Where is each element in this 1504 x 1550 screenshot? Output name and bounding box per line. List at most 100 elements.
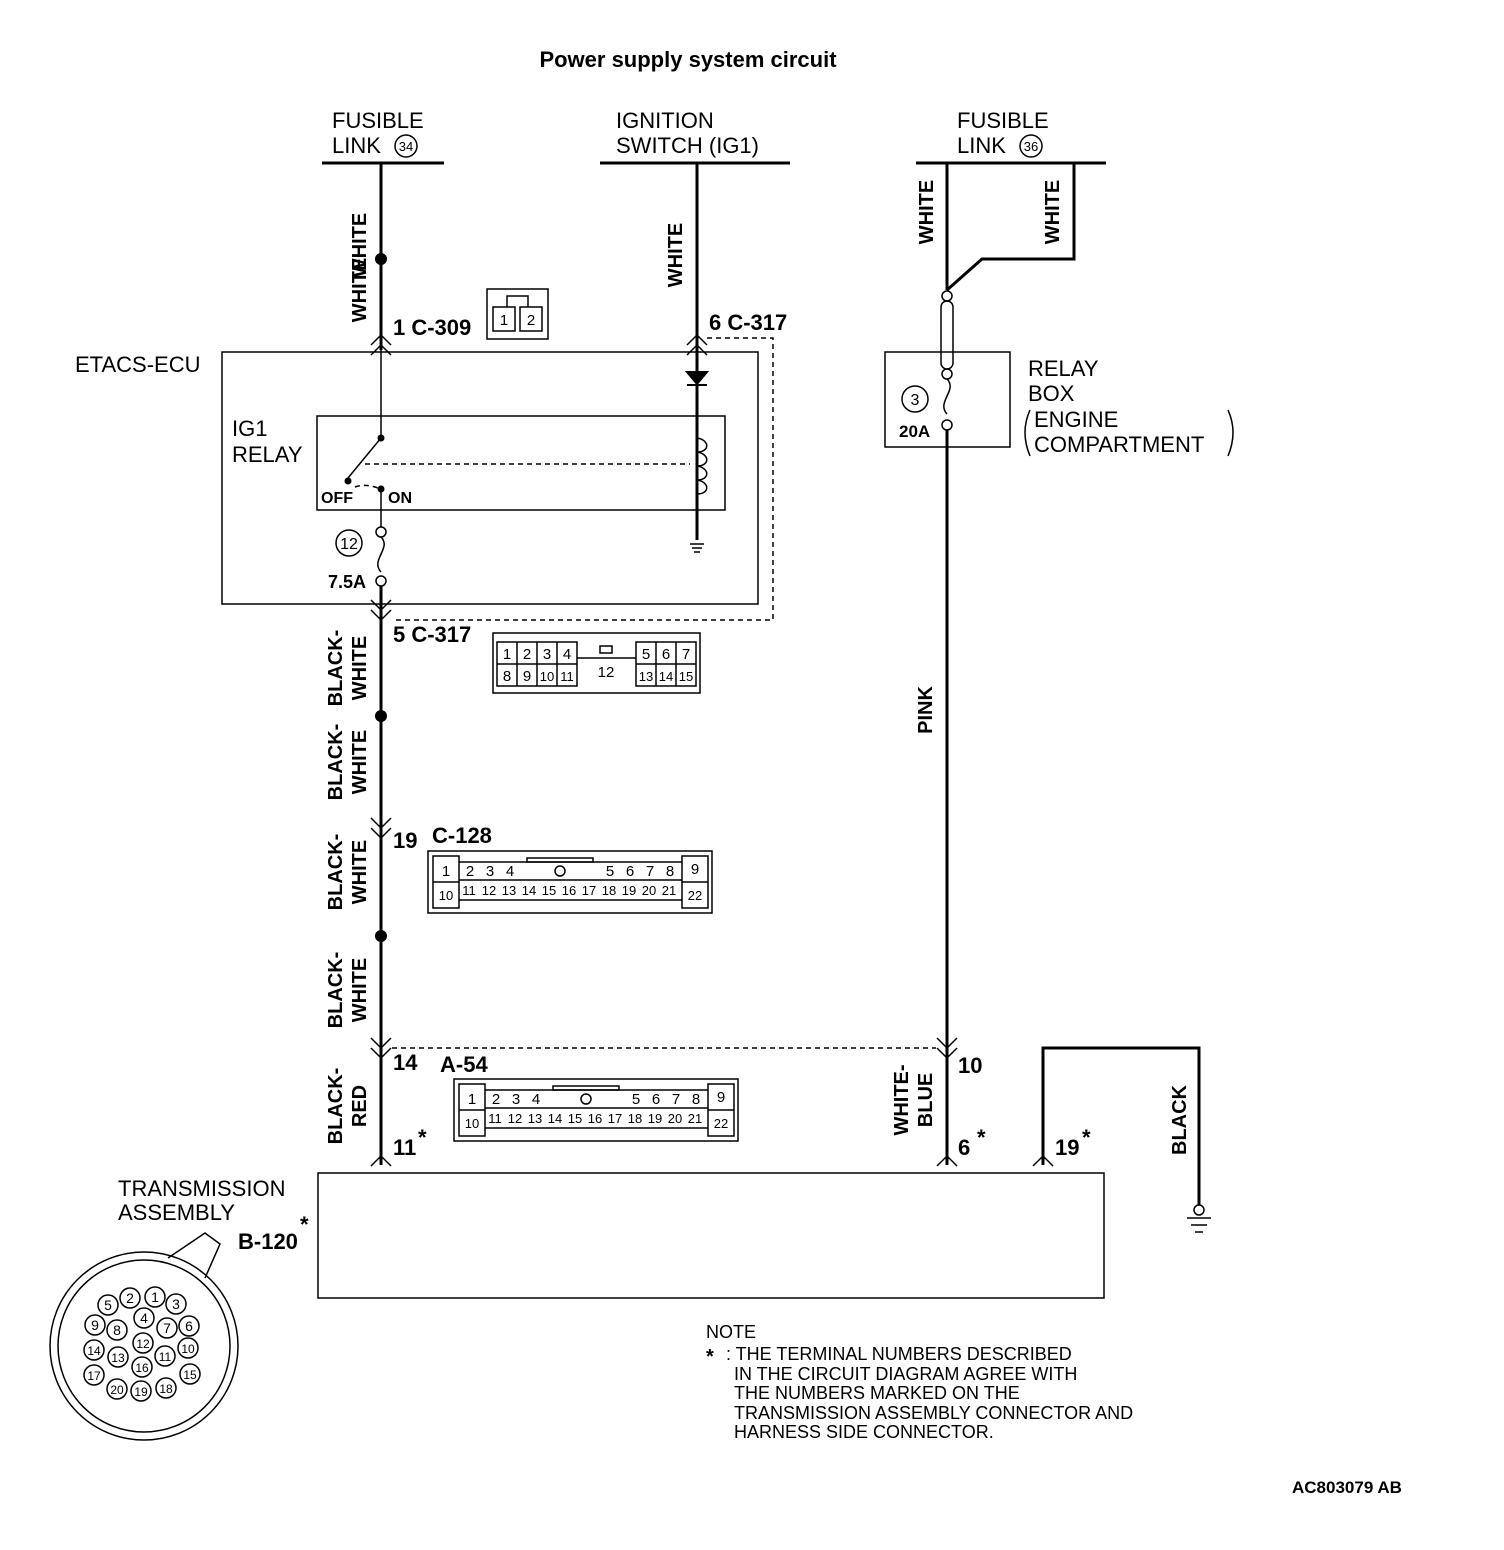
c128-pin-1: 1 bbox=[442, 863, 450, 880]
b120-pin-label: 19 bbox=[134, 1385, 148, 1399]
b120-pin-label: 2 bbox=[126, 1290, 134, 1306]
a54-pin-9: 9 bbox=[717, 1089, 725, 1106]
relay-box-line4: COMPARTMENT bbox=[1034, 432, 1204, 457]
fuse-12-link bbox=[377, 536, 385, 573]
c317-pin-10: 10 bbox=[540, 669, 554, 684]
etacs-ecu-label: ETACS-ECU bbox=[75, 352, 201, 377]
fusible-link-34: FUSIBLE LINK 34 bbox=[322, 108, 444, 165]
wire-black-ground bbox=[1041, 1046, 1201, 1205]
b120-pin-label: 13 bbox=[111, 1351, 125, 1365]
bw3-b: WHITE bbox=[349, 840, 371, 904]
b120-pin-label: 17 bbox=[87, 1369, 101, 1383]
a54-pin-7: 7 bbox=[672, 1091, 680, 1108]
b120-pin-label: 5 bbox=[104, 1297, 112, 1313]
junction-fl36 bbox=[941, 290, 953, 302]
terminal-6-star: * bbox=[977, 1125, 986, 1150]
fuse-12-top-terminal bbox=[375, 526, 387, 538]
c128-label: C-128 bbox=[432, 823, 492, 848]
c317-pin-9: 9 bbox=[523, 668, 531, 685]
c317-pin-4: 4 bbox=[563, 646, 571, 663]
terminal-6-label: 6 bbox=[958, 1135, 970, 1160]
a54-pin-11: 11 bbox=[488, 1111, 502, 1126]
c128-pin-7: 7 bbox=[646, 863, 654, 880]
c128-pin-20: 20 bbox=[642, 883, 656, 898]
wire-fl36-right bbox=[946, 163, 1076, 292]
a54-label: A-54 bbox=[440, 1052, 488, 1077]
note-line-4: TRANSMISSION ASSEMBLY CONNECTOR AND bbox=[734, 1403, 1133, 1423]
relay-off-label: OFF bbox=[321, 490, 353, 507]
relay-arm bbox=[347, 437, 382, 479]
a54-pin-21: 21 bbox=[688, 1111, 702, 1126]
b120-pin-ring bbox=[97, 1294, 119, 1316]
b120-pin-ring bbox=[144, 1286, 166, 1308]
pink-wire-link bbox=[940, 300, 954, 370]
b120-pin-ring bbox=[132, 1332, 154, 1354]
c128-pin-18: 18 bbox=[602, 883, 616, 898]
fusible-link-36-num: 36 bbox=[1024, 139, 1038, 154]
c317-pin-12: 12 bbox=[598, 664, 615, 681]
c317-pin-6: 6 bbox=[662, 646, 670, 663]
b120-pin-ring bbox=[131, 1356, 153, 1378]
a54-pin-5: 5 bbox=[632, 1091, 640, 1108]
transmission-line2: ASSEMBLY bbox=[118, 1200, 235, 1225]
c309-label: 1 C-309 bbox=[393, 315, 471, 340]
bw3-a: BLACK- bbox=[325, 834, 347, 911]
bw2-a: BLACK- bbox=[325, 724, 347, 801]
c128-pin-6: 6 bbox=[626, 863, 634, 880]
terminal-11-label: 11 bbox=[393, 1135, 416, 1160]
b120-pin-label: 14 bbox=[87, 1344, 101, 1358]
b120-pin-ring bbox=[130, 1380, 152, 1402]
c128-pin-4: 4 bbox=[506, 863, 514, 880]
fuse-12-bottom-terminal bbox=[375, 575, 387, 587]
fusible-link-36-line2: LINK bbox=[957, 133, 1006, 158]
ground-icon bbox=[1187, 1217, 1211, 1233]
a54-pin-10: 10 bbox=[465, 1116, 479, 1131]
figure-id: AC803079 AB bbox=[1292, 1478, 1402, 1497]
br-a: BLACK- bbox=[325, 1068, 347, 1145]
ig1-relay-box bbox=[316, 415, 726, 511]
wire-label-white-4: WHITE bbox=[916, 180, 938, 244]
a54-connector-face: 1 2 3 4 5 6 7 8 9 10 11 12 13 14 15 16 1… bbox=[453, 1078, 739, 1142]
b120-pin-ring bbox=[179, 1363, 201, 1385]
terminal-arrow-6 bbox=[936, 1154, 958, 1167]
wire-label-black: BLACK bbox=[1169, 1084, 1191, 1155]
relay-box-line2: BOX bbox=[1028, 381, 1075, 406]
a54-pin-13: 13 bbox=[528, 1111, 542, 1126]
fusible-link-36-circle bbox=[1019, 134, 1043, 158]
b120-pin-ring bbox=[84, 1314, 106, 1336]
b120-pin-label: 4 bbox=[140, 1310, 148, 1326]
c128-pin-11: 11 bbox=[462, 883, 476, 898]
fuse-12-rating: 7.5A bbox=[328, 572, 366, 592]
wire-label-white-5: WHITE bbox=[1042, 180, 1064, 244]
ignition-switch: IGNITION SWITCH (IG1) bbox=[600, 108, 790, 165]
a54-pin-14: 14 bbox=[548, 1111, 562, 1126]
c317-pin-5: 5 bbox=[642, 646, 650, 663]
c317-pin-14: 14 bbox=[659, 669, 673, 684]
etacs-ecu-box bbox=[221, 351, 759, 605]
c317-pin-11: 11 bbox=[560, 669, 574, 684]
splice-left-mid-1 bbox=[375, 710, 387, 722]
etacs-ecu: ETACS-ECU IG1 RELAY OFF ON 12 7.5A bbox=[75, 337, 774, 621]
terminal-11-star: * bbox=[418, 1125, 427, 1150]
diode bbox=[684, 371, 710, 386]
fuse-3-top-terminal bbox=[941, 368, 953, 380]
ignition-switch-line1: IGNITION bbox=[616, 108, 714, 133]
a54-pin-2: 2 bbox=[492, 1091, 500, 1108]
connector-arrow-c128 bbox=[370, 817, 392, 840]
c128-pin-22: 22 bbox=[688, 888, 702, 903]
b120-pin-ring bbox=[106, 1378, 128, 1400]
diagram-title: Power supply system circuit bbox=[539, 47, 837, 72]
ig1-relay-line1: IG1 bbox=[232, 416, 267, 441]
transmission-connector-star: * bbox=[300, 1212, 309, 1237]
c128-pin-13: 13 bbox=[502, 883, 516, 898]
a54-pin-12: 12 bbox=[508, 1111, 522, 1126]
a54-pin-22: 22 bbox=[714, 1116, 728, 1131]
a54-pin-3: 3 bbox=[512, 1091, 520, 1108]
note-block: NOTE * : THE TERMINAL NUMBERS DESCRIBED … bbox=[706, 1322, 1133, 1442]
fusible-link-34-num: 34 bbox=[399, 139, 413, 154]
note-line-2: IN THE CIRCUIT DIAGRAM AGREE WITH bbox=[734, 1364, 1077, 1384]
c317-connector-face: 1 2 3 4 12 5 6 7 8 9 10 11 13 14 15 bbox=[492, 632, 701, 694]
wire-label-pink: PINK bbox=[915, 686, 937, 734]
b120-pin-ring bbox=[165, 1293, 187, 1315]
transmission-connector: B-120 bbox=[238, 1229, 298, 1254]
